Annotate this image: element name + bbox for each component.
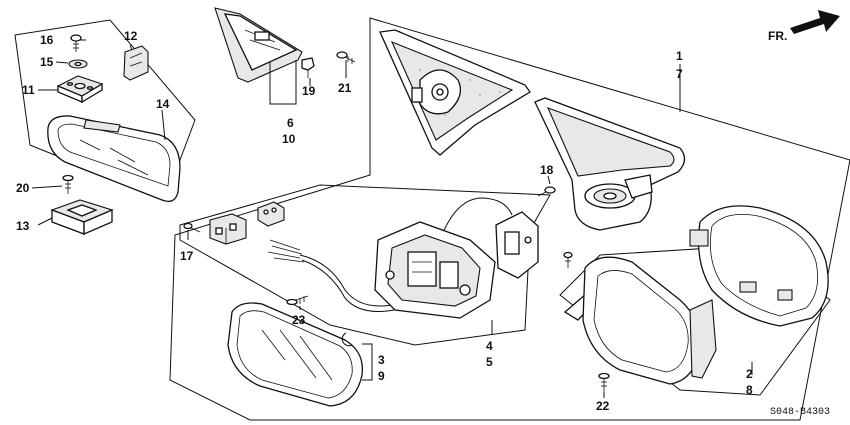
part-screw-lower-housing <box>563 251 573 268</box>
callout-15: 15 <box>40 55 54 69</box>
frame-cover-group <box>559 244 831 396</box>
callout-8: 8 <box>746 383 753 397</box>
callout-7: 7 <box>676 67 683 81</box>
part-4-5-power-actuator <box>374 211 539 319</box>
frame-actuator-group <box>179 184 551 346</box>
part-15-washer <box>68 59 88 69</box>
callout-4: 4 <box>486 339 493 353</box>
callout-2: 2 <box>746 367 753 381</box>
callout-10: 10 <box>282 132 296 146</box>
callout-9: 9 <box>378 369 385 383</box>
part-18-screw <box>537 186 556 197</box>
callout-labels: 16 15 11 12 14 20 13 6 10 19 21 1 7 18 1… <box>16 29 753 413</box>
callout-5: 5 <box>486 355 493 369</box>
part-16-screw <box>70 34 82 52</box>
part-13-base-cover <box>50 199 114 235</box>
callout-19: 19 <box>302 84 316 98</box>
fr-arrow-icon <box>790 10 840 34</box>
part-3-9-mirror-glass <box>227 302 364 407</box>
part-connector-right <box>257 201 285 227</box>
fr-label: FR. <box>768 29 787 43</box>
callout-3: 3 <box>378 353 385 367</box>
callout-20: 20 <box>16 181 30 195</box>
leader-lines <box>31 39 753 398</box>
callout-23: 23 <box>292 313 306 327</box>
callout-18: 18 <box>540 163 554 177</box>
part-retaining-clip <box>341 332 353 347</box>
callout-12: 12 <box>124 29 138 43</box>
part-1-7-mirror-housing <box>534 97 686 231</box>
part-wire-harness <box>267 197 513 312</box>
part-11-mount-base <box>56 75 104 104</box>
front-direction-indicator: FR. <box>768 10 840 43</box>
part-23-screw <box>286 295 309 306</box>
part-outer-cap <box>689 205 829 327</box>
callout-22: 22 <box>596 399 610 413</box>
callout-13: 13 <box>16 219 30 233</box>
callout-21: 21 <box>338 81 352 95</box>
callout-1: 1 <box>676 49 683 63</box>
callout-17: 17 <box>180 249 194 263</box>
part-mirror-housing-base <box>379 29 531 156</box>
callout-11: 11 <box>22 83 35 97</box>
part-20-screw <box>62 174 74 194</box>
callout-6: 6 <box>287 116 294 130</box>
part-17-screw <box>183 222 201 233</box>
callout-14: 14 <box>156 97 170 111</box>
part-14-inner-mirror <box>47 115 181 203</box>
part-connector-left <box>209 213 247 245</box>
part-2-8-mirror-cover <box>563 256 717 385</box>
part-6-10-garnish-bracket <box>214 7 303 83</box>
part-21-screw <box>336 51 356 64</box>
callout-16: 16 <box>40 33 54 47</box>
part-19-clip <box>301 57 315 78</box>
part-12-cover-cap <box>123 45 149 81</box>
diagram-code: S048-B4303 <box>770 407 830 418</box>
part-22-screw <box>598 372 610 392</box>
frame-main-assembly <box>169 17 850 421</box>
